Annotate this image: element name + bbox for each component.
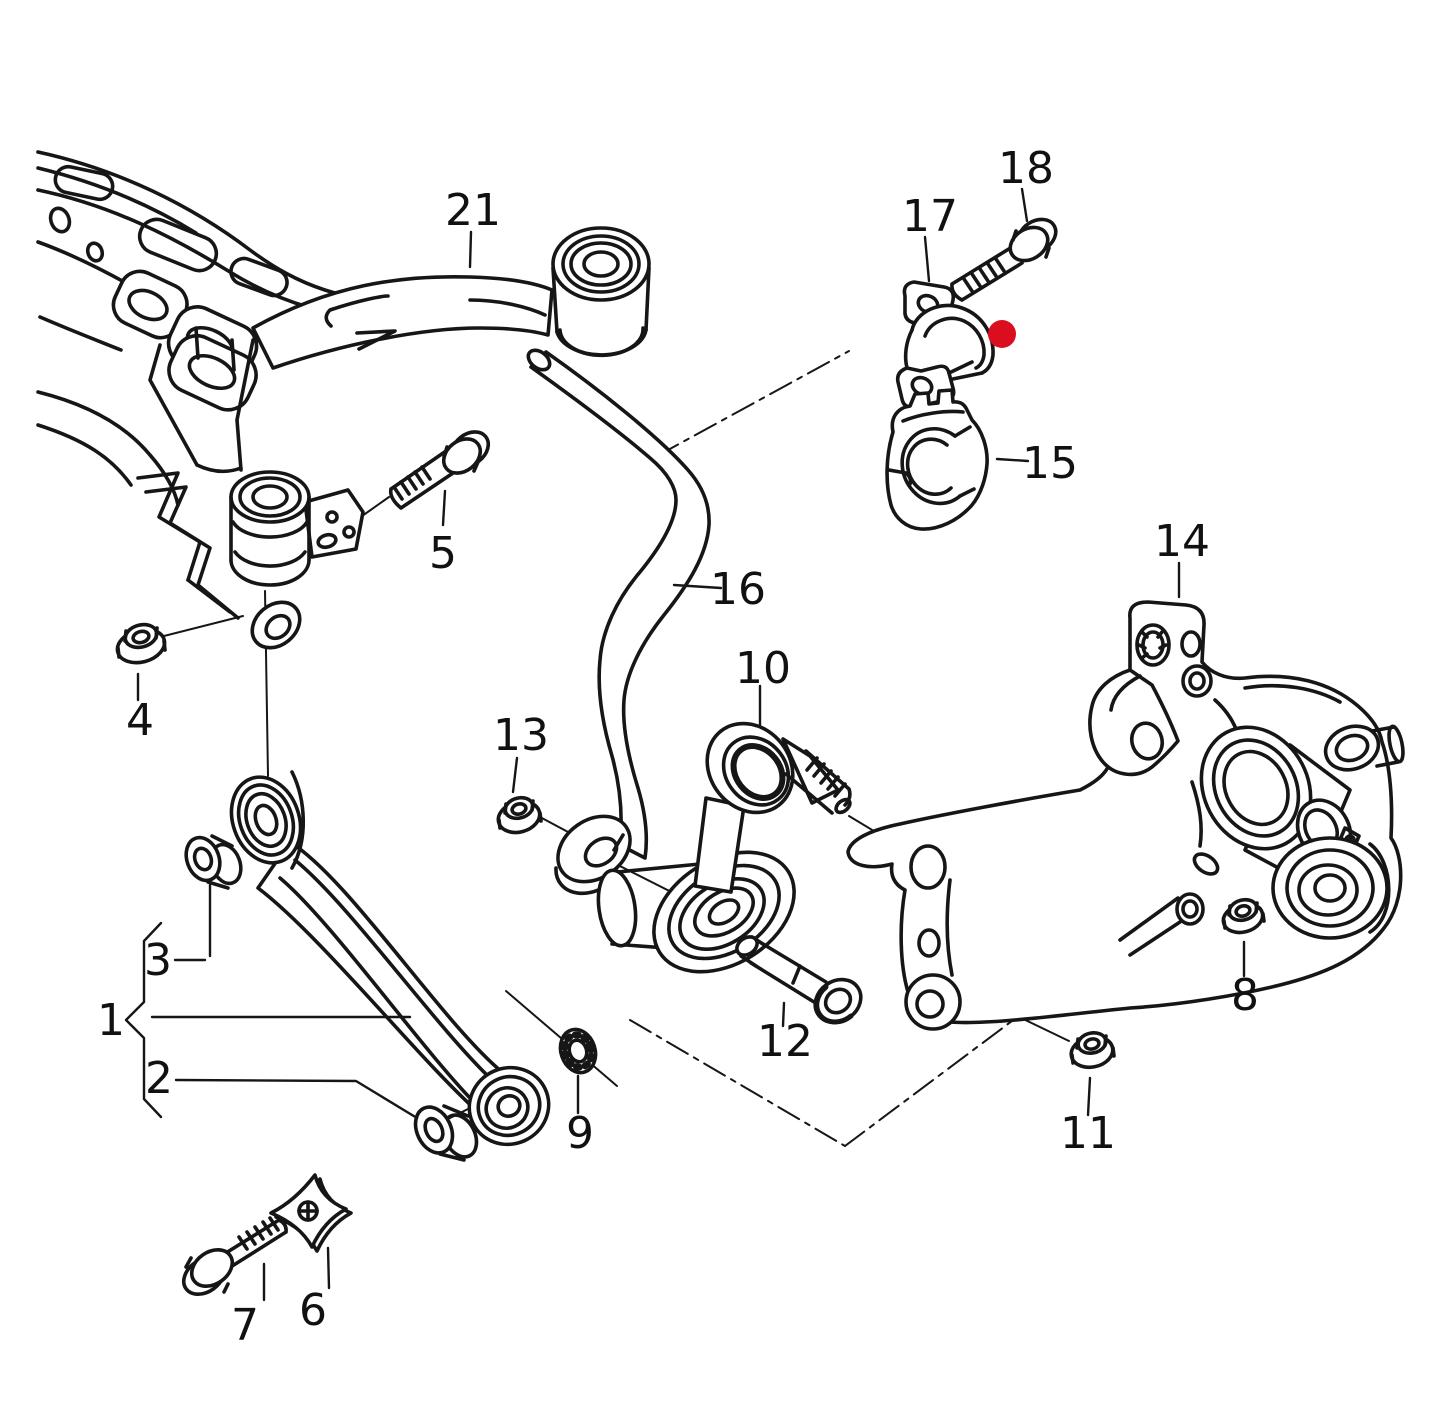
callout-13[interactable]: 13 bbox=[493, 710, 549, 761]
bolt-5-drawing bbox=[388, 430, 491, 510]
leader-21 bbox=[468, 230, 473, 269]
stabilizer-bushing-drawing bbox=[885, 388, 989, 531]
brace-1 bbox=[124, 921, 163, 1119]
callout-11[interactable]: 11 bbox=[1060, 1108, 1116, 1159]
callout-8[interactable]: 8 bbox=[1231, 970, 1259, 1021]
bolt-18-drawing bbox=[950, 217, 1058, 302]
nut-13-drawing bbox=[496, 795, 543, 835]
callout-16[interactable]: 16 bbox=[710, 564, 766, 615]
callout-6[interactable]: 6 bbox=[299, 1285, 327, 1336]
leader-2 bbox=[174, 1078, 419, 1120]
nut-4-drawing bbox=[115, 622, 167, 665]
callout-9[interactable]: 9 bbox=[566, 1108, 594, 1159]
callout-17[interactable]: 17 bbox=[902, 191, 958, 242]
nut-11-drawing bbox=[1069, 1030, 1116, 1070]
stabilizer-link-drawing bbox=[596, 721, 863, 1025]
leader-16 bbox=[672, 583, 723, 590]
callout-12[interactable]: 12 bbox=[757, 1016, 813, 1067]
callout-1[interactable]: 1 bbox=[97, 995, 125, 1046]
leader-lines bbox=[124, 187, 1246, 1302]
selected-part-highlight-dot[interactable] bbox=[988, 320, 1016, 348]
leader-11 bbox=[1086, 1076, 1092, 1117]
callout-21[interactable]: 21 bbox=[445, 185, 501, 236]
callout-3[interactable]: 3 bbox=[144, 935, 172, 986]
control-arm-drawing bbox=[181, 770, 598, 1296]
callout-18[interactable]: 18 bbox=[998, 143, 1054, 194]
callout-4[interactable]: 4 bbox=[126, 695, 154, 746]
leader-6 bbox=[326, 1246, 331, 1290]
leader-15 bbox=[995, 457, 1030, 463]
wheel-carrier-drawing bbox=[846, 600, 1405, 1031]
callout-15[interactable]: 15 bbox=[1022, 438, 1078, 489]
axis-dashdot-lower-right bbox=[844, 993, 1049, 1147]
diagram-artwork bbox=[36, 150, 1405, 1302]
axis-dashdot-lower-left bbox=[629, 1019, 846, 1147]
callout-7[interactable]: 7 bbox=[231, 1300, 259, 1351]
leader-3 bbox=[173, 883, 212, 962]
leader-5 bbox=[441, 489, 447, 527]
callout-5[interactable]: 5 bbox=[429, 528, 457, 579]
leader-13 bbox=[511, 756, 519, 794]
leader-17 bbox=[923, 235, 931, 283]
axis-dashdot-stabilizer-clamp bbox=[656, 350, 850, 457]
callout-14[interactable]: 14 bbox=[1154, 516, 1210, 567]
callout-2[interactable]: 2 bbox=[145, 1053, 173, 1104]
stabilizer-bar-drawing bbox=[526, 348, 711, 896]
nut-8-drawing bbox=[1221, 897, 1266, 935]
stabilizer-clamp-drawing bbox=[895, 280, 995, 410]
trailing-arm-drawing bbox=[251, 226, 651, 370]
leader-12 bbox=[781, 1001, 786, 1028]
part-callouts: 1 2 3 4 5 6 7 8 9 10 11 12 13 14 15 16 1… bbox=[97, 143, 1259, 1351]
leader-nut4-from-bracket bbox=[163, 615, 244, 637]
callout-10[interactable]: 10 bbox=[735, 643, 791, 694]
leader-18 bbox=[1020, 187, 1029, 223]
